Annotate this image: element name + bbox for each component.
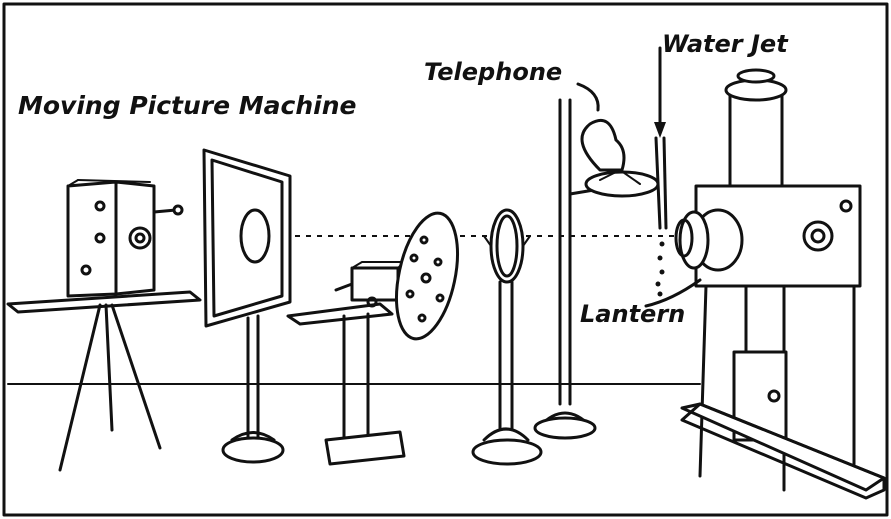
telephone-pointer: [576, 82, 600, 112]
label-lantern: Lantern: [580, 300, 685, 328]
label-water-jet: Water Jet: [662, 30, 789, 58]
moving-picture-machine: [6, 179, 202, 472]
label-moving-picture-machine: Moving Picture Machine: [18, 91, 356, 120]
label-telephone: Telephone: [424, 58, 562, 86]
telephone-stand: [533, 98, 660, 440]
lens-stand: [471, 208, 543, 466]
slide-screen: [202, 148, 292, 464]
lantern: [674, 68, 886, 500]
water-jet: [654, 136, 668, 297]
lantern-pointer: [644, 278, 702, 308]
motor-stand: [286, 261, 407, 466]
water-jet-arrowhead: [654, 122, 666, 138]
rotating-disk: [395, 211, 459, 341]
